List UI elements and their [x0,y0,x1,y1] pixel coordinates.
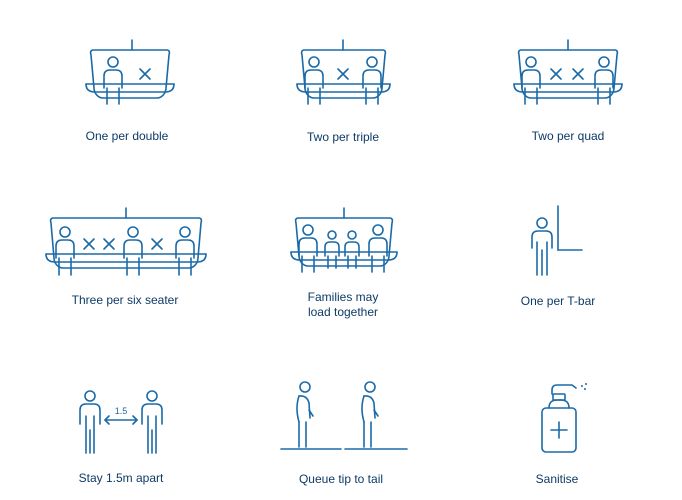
chairlift-family-icon [290,207,398,273]
label-two-per-quad: Two per quad [531,129,605,143]
chairlift-triple-icon [296,39,391,105]
queue-icon [280,381,408,450]
sanitiser-icon [541,383,587,453]
chairlift-double-icon [85,39,175,105]
label-families-may-load-together: Families may load together [307,290,379,319]
label-two-per-triple: Two per triple [306,130,380,144]
label-one-per-t-bar: One per T-bar [520,294,596,308]
label-sanitise: Sanitise [535,472,579,486]
label-three-per-six-seater: Three per six seater [71,293,179,307]
distance-icon: 1.5 [79,390,163,454]
t-bar-icon [531,205,583,276]
distance-value: 1.5 [115,406,128,416]
chairlift-quad-icon [513,39,623,105]
label-queue-tip-to-tail: Queue tip to tail [298,472,384,486]
label-stay-apart: Stay 1.5m apart [78,471,164,485]
chairlift-six-seater-icon [45,207,207,276]
label-one-per-double: One per double [85,129,169,143]
